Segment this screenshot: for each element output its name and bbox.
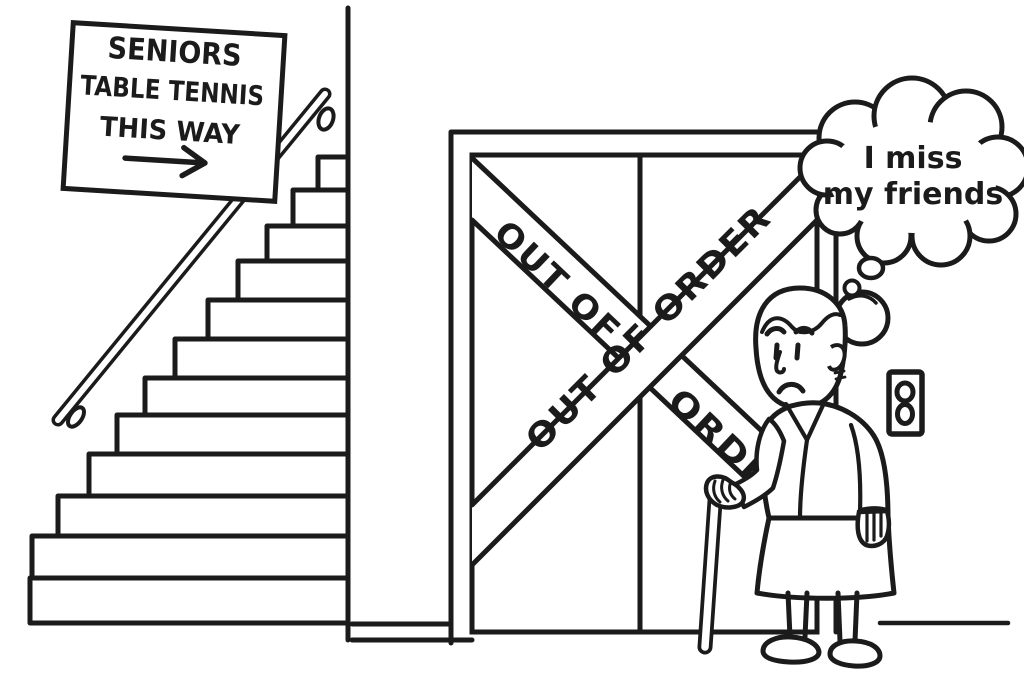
legs <box>785 590 860 644</box>
right-arm-seam <box>848 422 863 515</box>
cane-inner <box>701 483 720 651</box>
thought-bubble: I miss my friends <box>797 75 1024 268</box>
elevator-call-button-top-icon <box>894 380 916 404</box>
tape-band <box>472 160 817 565</box>
ear <box>827 343 847 372</box>
bubble-line-2: my friends <box>823 177 1003 212</box>
left-arm <box>731 416 787 510</box>
sign-line-1: SENIORS <box>107 31 243 74</box>
hair-fringe <box>760 312 842 335</box>
tape-edges <box>469 157 820 568</box>
elevator: OUT OF ORDER OUT OF ORDER <box>448 129 839 646</box>
elevator-call-button-bottom-icon <box>895 402 915 426</box>
left-eyebrow <box>764 326 787 337</box>
right-eye <box>794 342 801 361</box>
call-button-panel <box>886 369 925 437</box>
right-shoe <box>827 638 883 669</box>
handrail-top-mount <box>316 106 336 132</box>
hair-strand <box>847 294 878 305</box>
stair-steps <box>27 154 351 626</box>
left-eye <box>773 342 780 361</box>
earring <box>833 369 847 381</box>
trail-bubble-small <box>842 278 862 298</box>
nose <box>774 350 786 375</box>
trail-bubble-large <box>856 255 886 281</box>
thought-bubble-trail <box>842 255 886 298</box>
right-arrow-icon <box>122 144 208 179</box>
right-hand-fingers <box>865 511 883 543</box>
bubble-cloud <box>797 75 1024 268</box>
bubble-line-1: I miss <box>864 141 963 176</box>
staircase <box>27 154 351 626</box>
handrail <box>51 87 336 429</box>
baseboard <box>349 621 475 643</box>
left-hand-gripping-cane <box>703 474 747 510</box>
cane <box>697 479 724 655</box>
cardigan-front-line <box>797 437 810 521</box>
left-hand-fingers <box>712 478 737 504</box>
frown-mouth <box>776 381 806 395</box>
seniors-sign: SENIORS TABLE TENNIS THIS WAY <box>60 20 288 204</box>
sign-board <box>60 20 288 204</box>
left-shoe <box>760 634 822 665</box>
elderly-woman <box>731 285 897 669</box>
right-eyebrow <box>793 325 815 336</box>
handrail-inner <box>55 91 328 423</box>
